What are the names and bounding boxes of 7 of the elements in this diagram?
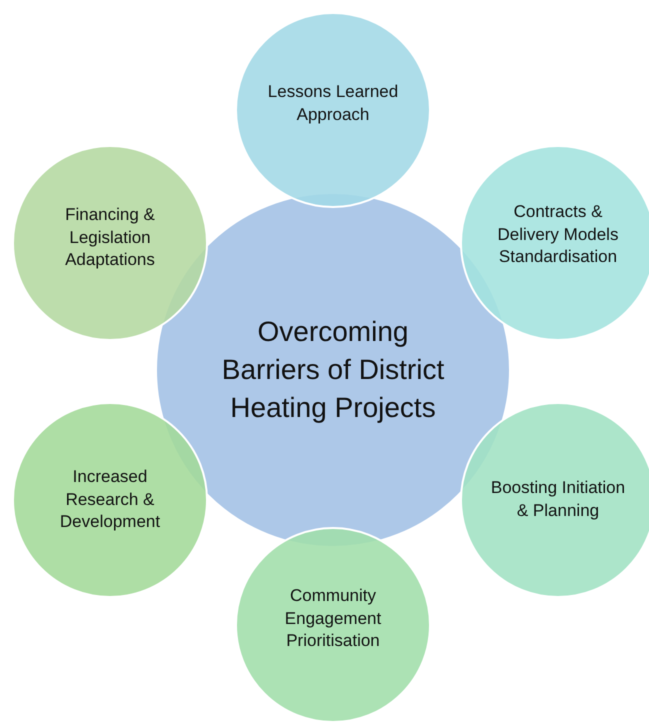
circle-label: Financing & Legislation Adaptations xyxy=(64,204,156,272)
circle-label: Contracts & Delivery Models Standardisation xyxy=(496,200,620,268)
central-title: Overcoming Barriers of District Heating Projects xyxy=(220,315,446,425)
circle-label: Increased Research & Development xyxy=(58,466,162,534)
circle-label: Lessons Learned Approach xyxy=(266,81,400,126)
circle-label: Boosting Initiation & Planning xyxy=(490,477,626,522)
circle-label: Community Engagement Prioritisation xyxy=(284,584,382,652)
